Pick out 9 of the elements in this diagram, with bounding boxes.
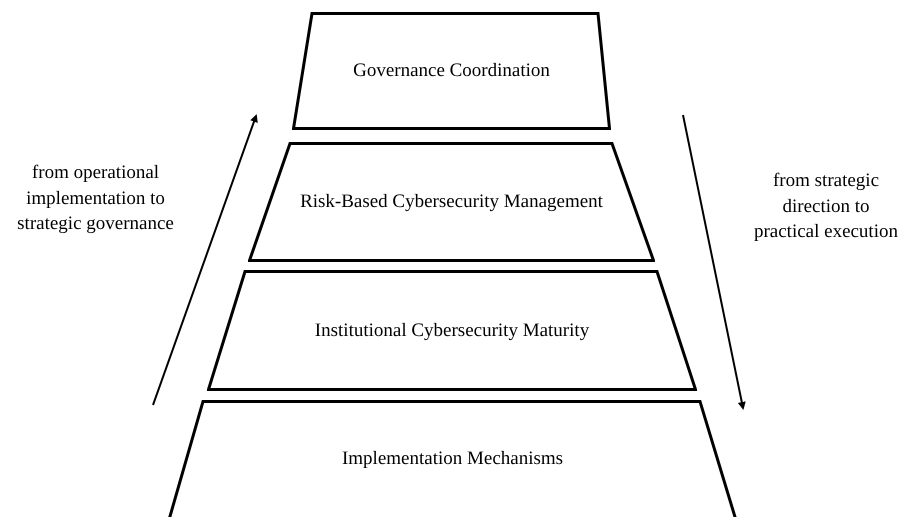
layer-title: Governance Coordination bbox=[353, 59, 550, 83]
layer-title: Institutional Cybersecurity Maturity bbox=[314, 318, 590, 342]
trapezoid-layer bbox=[248, 142, 655, 262]
layer-title: Implementation Mechanisms bbox=[342, 446, 564, 470]
side-note: from operational implementation to strategic governance bbox=[16, 161, 175, 236]
trapezoid-layer bbox=[292, 12, 611, 130]
layer-title: Risk-Based Cybersecurity Management bbox=[300, 190, 603, 214]
trapezoid-layer bbox=[207, 270, 697, 391]
side-note: from strategic direction to practical execution bbox=[752, 169, 899, 244]
